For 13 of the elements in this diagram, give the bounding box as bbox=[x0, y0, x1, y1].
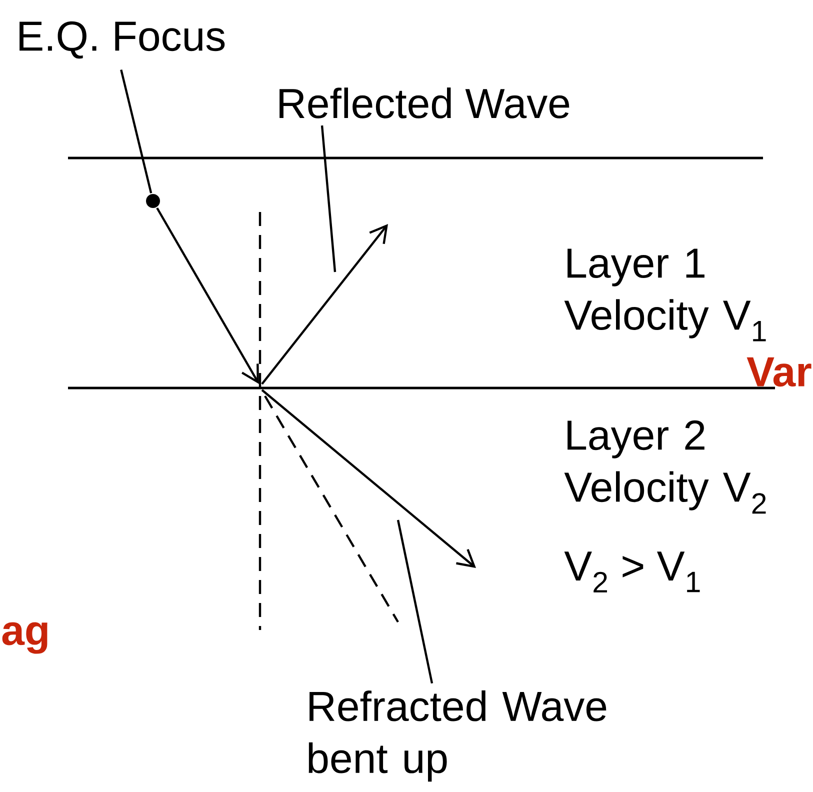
text-label: E.Q. Focus bbox=[20, 21, 225, 59]
text-label: Reflected Wave bbox=[280, 88, 570, 118]
ray-arrow bbox=[156, 207, 259, 384]
text-label: Layer 2 Velocity V$_{2}$ bbox=[564, 420, 766, 514]
leader-line bbox=[396, 520, 434, 684]
leader-line bbox=[320, 125, 336, 272]
text-label: ag bbox=[2, 622, 48, 654]
text-label: V$_{2}$ > V$_{1}$ bbox=[564, 552, 700, 592]
text-label: Var bbox=[746, 357, 812, 387]
text-label: Layer 1 Velocity V$_{1}$ bbox=[564, 248, 766, 342]
text-label: Refracted Wave bent up bbox=[308, 690, 606, 782]
leader-line bbox=[120, 69, 152, 194]
focus-dot bbox=[146, 194, 160, 208]
